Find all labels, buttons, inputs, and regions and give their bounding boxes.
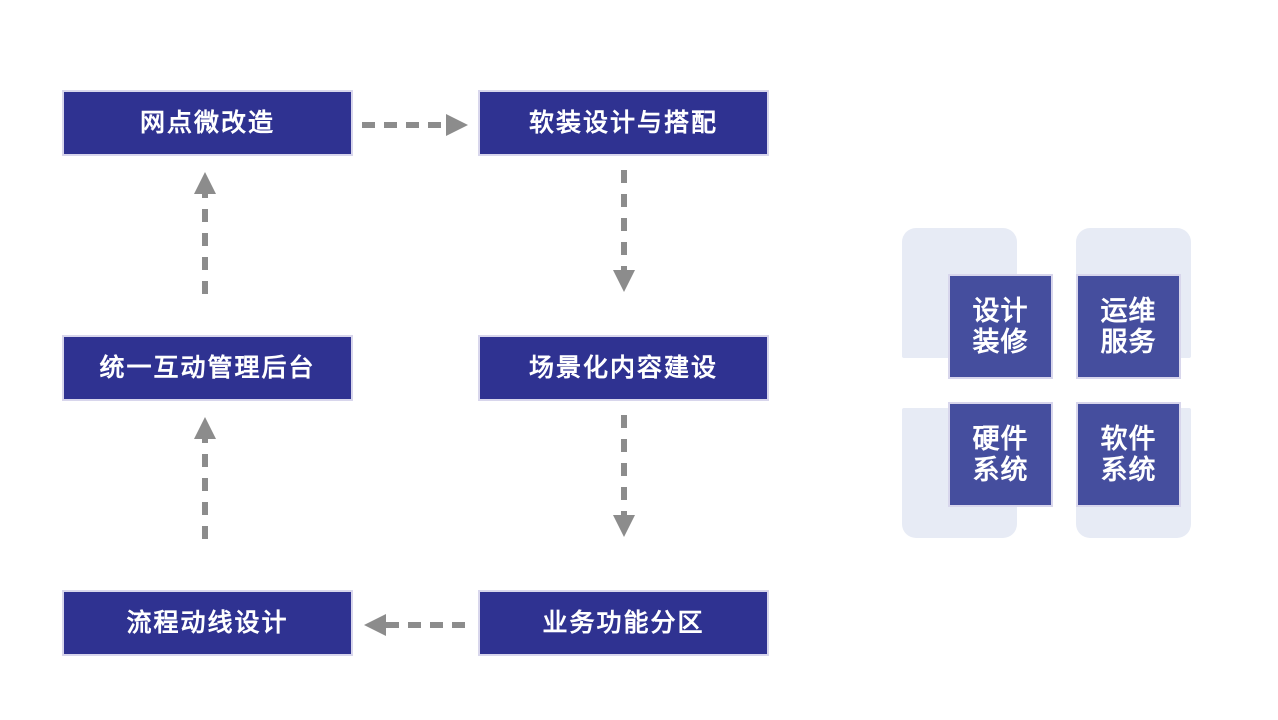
quadrant-tile-sheji-zhuangxiu[interactable]: 设计 装修	[948, 274, 1053, 379]
arrow-up-left-lower	[188, 413, 222, 541]
arrow-left-bottom	[360, 608, 472, 642]
flow-node-label: 网点微改造	[139, 108, 275, 137]
flow-node-wangdian-weigaizao[interactable]: 网点微改造	[62, 90, 353, 156]
quadrant-tile-line1: 设计	[972, 296, 1029, 327]
quadrant-tile-line1: 运维	[1100, 296, 1157, 327]
quadrant-tile-line2: 系统	[972, 454, 1029, 485]
quadrant-tile-line2: 服务	[1100, 326, 1157, 357]
quadrant-tile-ruanjian-xitong[interactable]: 软件 系统	[1076, 402, 1181, 507]
quadrant-tile-line2: 装修	[972, 326, 1029, 357]
quadrant-tile-line1: 软件	[1100, 424, 1157, 455]
quadrant-tile-yunwei-fuwu[interactable]: 运维 服务	[1076, 274, 1181, 379]
arrow-down-right-lower	[607, 413, 641, 541]
flow-node-label: 流程动线设计	[126, 608, 289, 637]
arrow-right-top	[360, 108, 472, 142]
quadrant-graphic: 设计 装修 运维 服务 硬件 系统 软件 系统	[900, 228, 1222, 543]
flow-node-liucheng-dongxian[interactable]: 流程动线设计	[62, 590, 353, 656]
flow-node-label: 软装设计与搭配	[528, 108, 718, 137]
flow-node-label: 场景化内容建设	[528, 353, 718, 382]
quadrant-tile-yingjian-xitong[interactable]: 硬件 系统	[948, 402, 1053, 507]
quadrant-tile-line1: 硬件	[972, 424, 1029, 455]
flow-node-yewu-gongneng-fenqu[interactable]: 业务功能分区	[478, 590, 769, 656]
quadrant-tile-line2: 系统	[1100, 454, 1157, 485]
flow-node-tongyi-hudong-houtai[interactable]: 统一互动管理后台	[62, 335, 353, 401]
flow-node-label: 统一互动管理后台	[99, 353, 316, 382]
flow-node-label: 业务功能分区	[542, 608, 705, 637]
flow-node-changjinghua-neirong[interactable]: 场景化内容建设	[478, 335, 769, 401]
arrow-up-left-upper	[188, 168, 222, 296]
flow-node-ruanzhuang-sheji[interactable]: 软装设计与搭配	[478, 90, 769, 156]
arrow-down-right-upper	[607, 168, 641, 296]
